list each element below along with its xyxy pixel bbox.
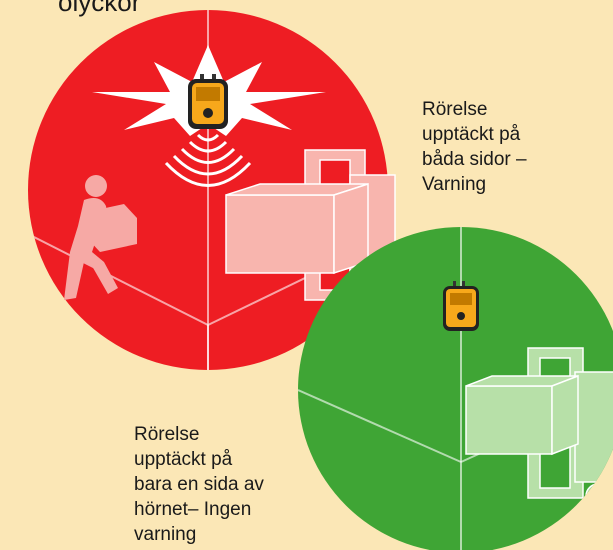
top-caption: olyckor	[58, 0, 141, 17]
sound-waves-icon	[164, 133, 252, 187]
person-carrying-box-icon	[64, 175, 137, 300]
corner-safety-sensor-icon	[188, 74, 228, 129]
no-warning-caption: Rörelse upptäckt på bara en sida av hörn…	[134, 424, 264, 545]
corner-safety-sensor-icon	[443, 281, 479, 331]
warning-caption: Rörelse upptäckt på båda sidor – Varning	[422, 99, 527, 195]
warning-scene	[28, 10, 396, 370]
